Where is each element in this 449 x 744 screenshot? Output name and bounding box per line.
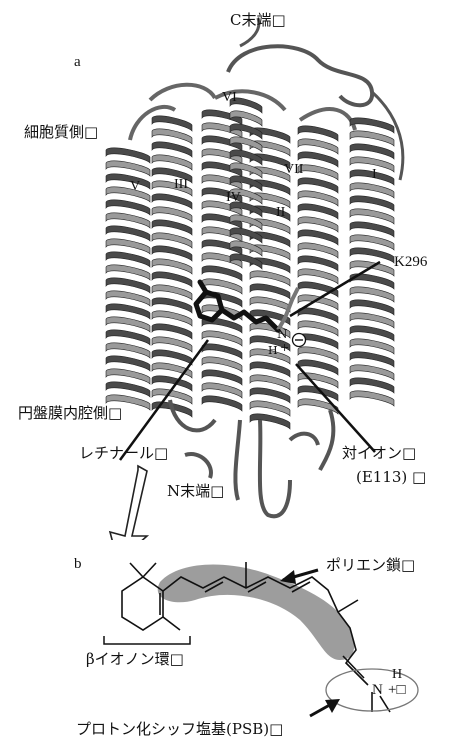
helix-label-iii: III [174, 178, 188, 192]
disc-lumen-side-label: 円盤膜内腔側□ [18, 406, 122, 421]
cytoplasmic-side-label: 細胞質側□ [24, 125, 98, 140]
counterion-residue-label: (E113) □ [356, 470, 426, 485]
polyene-chain-label: ポリエン鎖□ [326, 558, 415, 573]
helix-label-ii: II [276, 206, 285, 220]
schiff-base-plus-label: + [280, 342, 289, 353]
c-terminus-label: C末端□ [230, 13, 286, 28]
retinal-label: レチナール□ [79, 446, 168, 461]
psb-charge-label: +□ [388, 683, 406, 698]
beta-ionone-ring-label: βイオノン環□ [86, 652, 184, 667]
helix-label-vi: VI [222, 91, 237, 105]
panel-a-label: a [74, 55, 81, 70]
helix-label-vii: VII [284, 163, 303, 177]
psb-n-label: N [372, 683, 383, 698]
n-terminus-label: N末端□ [167, 484, 224, 499]
beta-ionone-bracket [104, 636, 190, 644]
panel-b-label: b [74, 557, 82, 572]
schiff-base-n-label: N [277, 328, 288, 340]
psb-label: プロトン化シッフ塩基(PSB)□ [76, 722, 283, 737]
lysine-k296-label: K296 [394, 255, 427, 270]
polyene-chain-highlight [158, 565, 354, 660]
helix-label-i: I [372, 168, 377, 182]
helix-label-iv: IV [226, 191, 241, 205]
schiff-base-h-label: H [268, 345, 278, 356]
counterion-label: 対イオン□ [342, 446, 416, 461]
helix-label-v: V [130, 180, 140, 194]
psb-h-label: H [392, 668, 402, 682]
